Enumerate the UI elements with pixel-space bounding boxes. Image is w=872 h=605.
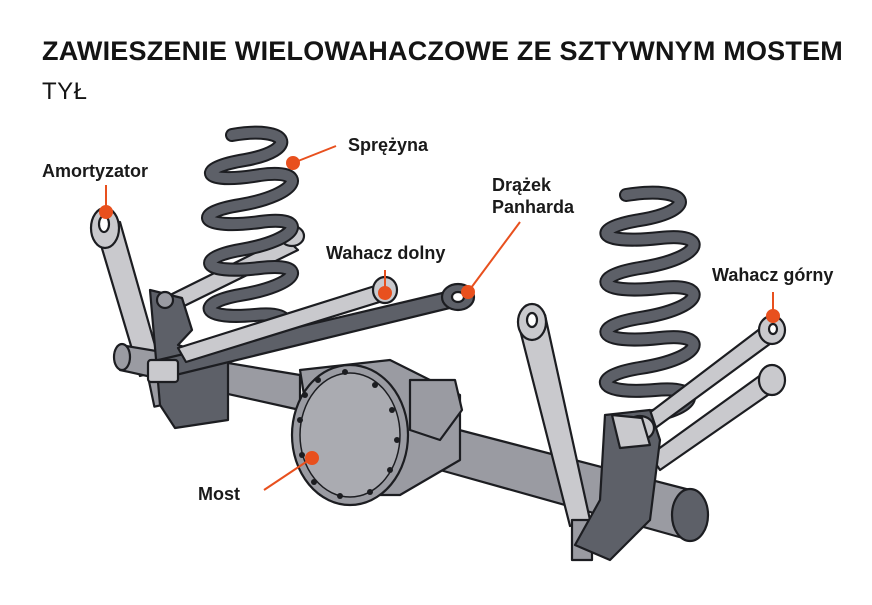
callout-dot-wahacz-dolny: [378, 286, 392, 300]
callout-line-most: [263, 457, 313, 491]
callout-line-drazek: [467, 221, 521, 293]
page-title: ZAWIESZENIE WIELOWAHACZOWE ZE SZTYWNYM M…: [42, 36, 843, 66]
right-shock-absorber: [516, 302, 594, 562]
page-subtitle: TYŁ: [42, 78, 88, 105]
right-spring: [599, 185, 701, 425]
label-drazek-line2: Panharda: [492, 197, 575, 217]
callout-dot-sprezyna: [286, 156, 300, 170]
callouts: [99, 145, 780, 491]
differential: [290, 358, 464, 507]
callout-dot-amortyzator: [99, 205, 113, 219]
left-spring: [201, 125, 299, 349]
right-axle-bracket: [573, 408, 662, 562]
label-sprezyna: Sprężyna: [348, 135, 429, 155]
callout-dot-wahacz-gorny: [766, 309, 780, 323]
callout-dot-drazek: [461, 285, 475, 299]
label-wahacz-gorny: Wahacz górny: [712, 265, 834, 285]
label-wahacz-dolny: Wahacz dolny: [326, 243, 446, 263]
label-amortyzator: Amortyzator: [42, 161, 149, 181]
label-most: Most: [198, 484, 240, 504]
panhard-rod: [146, 282, 476, 384]
callout-dot-most: [305, 451, 319, 465]
label-drazek-line1: Drążek: [492, 175, 552, 195]
callout-line-sprezyna: [292, 145, 337, 164]
